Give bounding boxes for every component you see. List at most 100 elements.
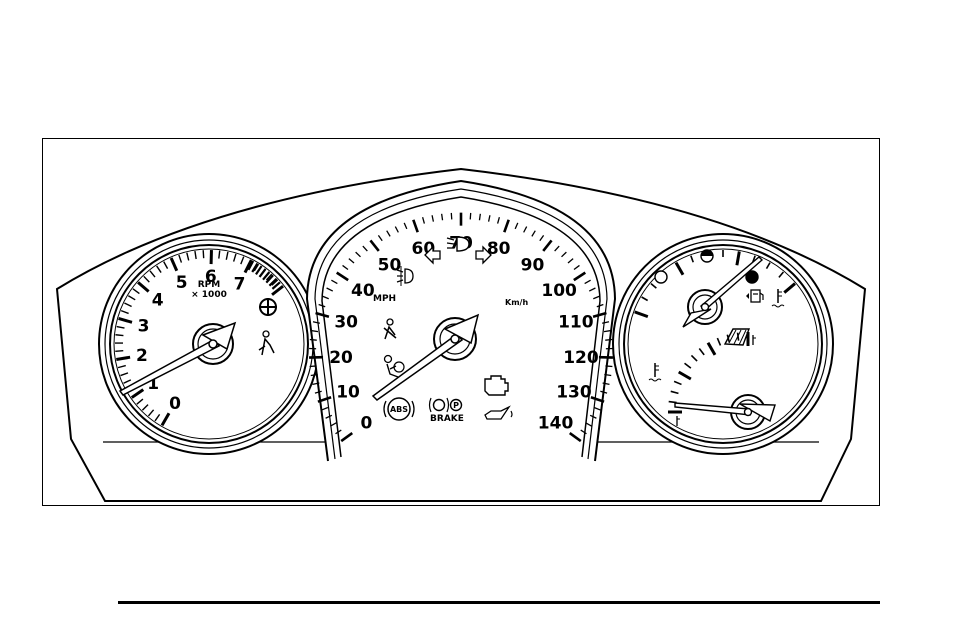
speed-tick [309, 365, 317, 368]
tach-label: 6 [205, 267, 217, 287]
temperature-needle [674, 394, 776, 430]
tach-redline-tick [265, 274, 274, 284]
brake-label: BRAKE [430, 414, 464, 424]
speedometer-gauge: 0102030405060708090100110120130140 MPH K… [305, 179, 617, 462]
brake-icon: P BRAKE [428, 397, 464, 424]
speed-tick [325, 414, 333, 419]
speed-label: 30 [334, 313, 358, 333]
speed-tick [326, 287, 334, 292]
tachometer-needle [118, 321, 237, 396]
tach-tick [149, 270, 156, 278]
tach-tick [130, 388, 145, 399]
speed-label: 110 [558, 313, 594, 333]
coolant-low-icon [648, 363, 662, 382]
tach-label: 2 [136, 346, 148, 366]
speed-tick [605, 338, 613, 341]
tach-tick [124, 302, 132, 308]
fuel-needle [682, 256, 764, 328]
speed-tick [331, 279, 338, 285]
speed-label: 130 [556, 383, 592, 403]
tach-tick [265, 273, 273, 281]
speed-tick [394, 226, 399, 233]
tach-tick [120, 372, 129, 377]
speed-tick [403, 222, 408, 230]
speed-tick [600, 390, 608, 394]
tach-tick [123, 379, 132, 384]
speed-tick [478, 213, 481, 221]
speed-tick [539, 234, 545, 242]
tach-tick [143, 275, 150, 283]
speed-tick [602, 321, 610, 324]
speed-tick [340, 431, 354, 443]
check-engine-icon [484, 375, 509, 396]
speed-tick [590, 396, 605, 403]
temp-tick [690, 354, 698, 362]
tach-tick [115, 334, 124, 337]
temp-cold-mark [676, 416, 680, 426]
speed-tick [441, 213, 444, 221]
temp-tick [670, 390, 679, 395]
speed-tick [514, 222, 519, 230]
speed-tick [342, 264, 349, 271]
speed-tick [603, 329, 611, 333]
tach-tick [186, 252, 190, 261]
tach-label: 0 [169, 394, 181, 414]
kmh-unit-label: Km/h [505, 298, 528, 307]
speed-tick [412, 219, 419, 233]
speed-tick [567, 258, 574, 264]
temp-tick [684, 362, 692, 369]
fuel-tick [735, 251, 741, 266]
tach-tick [271, 279, 279, 286]
tach-redline-tick [271, 281, 281, 290]
temp-tick [716, 337, 722, 346]
rpm-multiplier-label: × 1000 [191, 290, 227, 300]
speed-tick [589, 414, 597, 419]
tach-tick [132, 288, 140, 295]
tach-tick [163, 261, 169, 269]
temp-tick [706, 341, 717, 356]
speed-tick [309, 338, 317, 341]
speed-tick [314, 390, 322, 394]
speed-label: 20 [329, 348, 353, 368]
speed-tick [421, 217, 426, 224]
tach-tick [120, 309, 129, 315]
speed-label: 140 [538, 414, 574, 434]
tach-tick [218, 250, 221, 259]
speed-tick [487, 215, 491, 222]
speed-tick [580, 429, 587, 435]
temp-hot-mark [752, 335, 756, 345]
tach-redline-tick [262, 271, 271, 281]
speed-tick [355, 251, 361, 258]
tach-tick [116, 325, 125, 329]
fuel-tick [634, 310, 649, 319]
speed-label: 50 [378, 255, 402, 275]
speed-tick [312, 382, 320, 385]
fuel-tick [765, 262, 771, 270]
speed-tick [317, 396, 332, 403]
tach-tick [240, 256, 245, 265]
security-icon [258, 330, 275, 356]
tach-label: 3 [138, 317, 150, 337]
temp-hot-zone [723, 328, 751, 346]
fuel-tick [674, 261, 685, 276]
tach-tick [147, 409, 155, 417]
tach-tick [160, 412, 171, 427]
fuel-level-markers [654, 249, 759, 284]
speed-tick [386, 230, 391, 237]
tach-label: 4 [152, 290, 164, 310]
speed-tick [315, 311, 330, 319]
cluster-housing [55, 167, 867, 502]
fuel-tick [778, 271, 785, 278]
tach-tick [141, 404, 149, 411]
tach-tick [243, 259, 253, 274]
tach-redline-tick [255, 265, 263, 275]
speed-tick [585, 422, 593, 427]
traction-icon [259, 298, 277, 316]
speed-tick [605, 365, 613, 368]
tach-tick [232, 253, 237, 262]
fog-lamp-icon [396, 266, 414, 286]
turn-right-icon [475, 245, 492, 265]
tach-redline-tick [251, 262, 259, 273]
tach-label: 7 [234, 274, 246, 294]
